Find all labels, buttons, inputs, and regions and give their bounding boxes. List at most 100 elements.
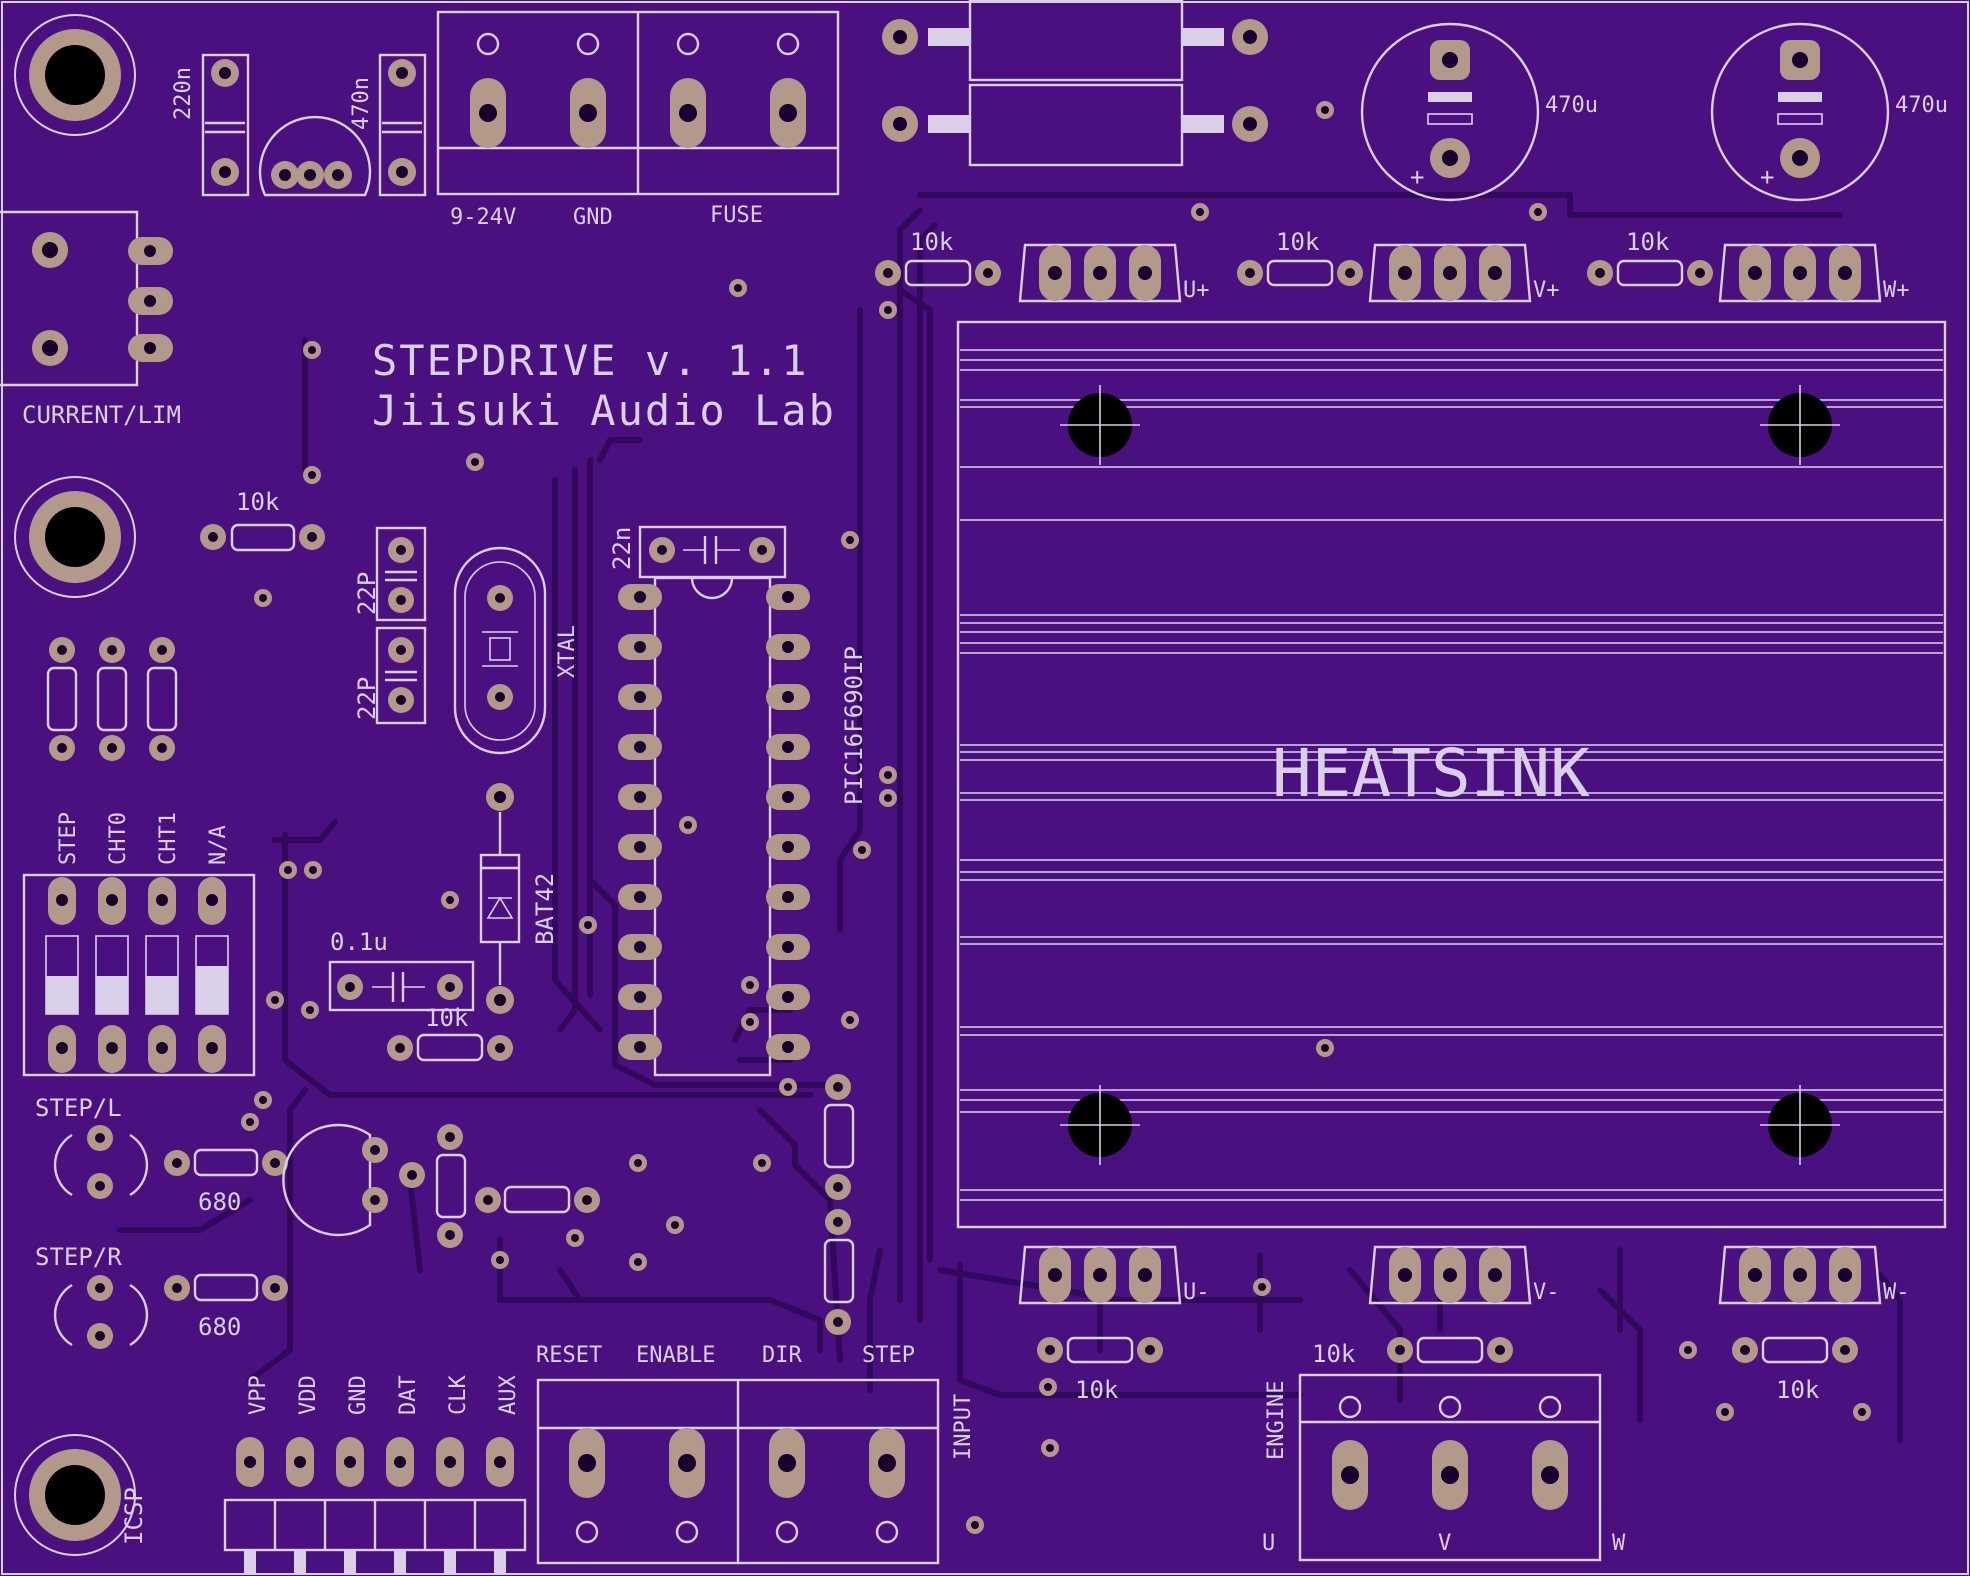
gate-resistor-10k: [875, 259, 1001, 287]
mosfet-wminus: W-: [1718, 1245, 1910, 1305]
resistor-pad: [875, 260, 901, 286]
power-terminal-pads: [470, 32, 806, 148]
ic-pin-left-2: [618, 634, 662, 660]
fuse-holders: [882, 0, 1268, 167]
engine-pin-w: W: [1612, 1531, 1626, 1556]
led-step-l: STEP/L: [35, 1094, 149, 1199]
led-step-r-label: STEP/R: [35, 1243, 122, 1271]
via: [629, 1253, 647, 1271]
ic-pin-left-9: [618, 984, 662, 1010]
cap-22p-a-label: 22P: [353, 572, 381, 615]
via: [1041, 1439, 1059, 1457]
via: [304, 861, 322, 879]
via: [1316, 101, 1334, 119]
icsp-pin-aux: AUX: [496, 1375, 521, 1415]
copper-traces: [117, 192, 1903, 1443]
via: [679, 816, 697, 834]
engine-pin-u: U: [1262, 1531, 1275, 1556]
diode-bat42: BAT42: [479, 783, 559, 1014]
resistor-array-left: [46, 637, 178, 761]
pic16f690-ic: 22n PIC16F690IP: [608, 525, 868, 1077]
crystal-section: 22P 22P XTAL: [353, 526, 580, 755]
elec-b-plus: +: [1760, 163, 1774, 191]
via: [266, 991, 284, 1009]
via: [879, 301, 897, 319]
transistor-section: [282, 1074, 855, 1335]
icsp-pads: [236, 1437, 514, 1487]
current-lim-label: CURRENT/LIM: [22, 401, 181, 429]
via: [841, 1011, 859, 1029]
ic-pin-left-3: [618, 684, 662, 710]
via: [241, 1113, 259, 1131]
mosfet-label: V+: [1533, 278, 1560, 303]
via: [279, 861, 297, 879]
heatsink-fins: [960, 349, 1943, 1201]
power-label-fuse: FUSE: [710, 203, 763, 228]
via: [566, 1229, 584, 1247]
resistor-pad: [975, 260, 1001, 286]
mount-hole-bottom-left: [45, 1465, 105, 1525]
input-label-enable: ENABLE: [636, 1343, 715, 1368]
electrolytic-a-label: 470u: [1545, 93, 1598, 118]
via: [753, 1154, 771, 1172]
via: [629, 1154, 647, 1172]
gate-resistor-10k: [1587, 259, 1713, 287]
via: [1191, 203, 1209, 221]
resistor-pad: [1337, 260, 1363, 286]
dip-switch: STEP CHT0 CHT1 N/A: [22, 812, 256, 1077]
via: [879, 789, 897, 807]
heatsink-label: HEATSINK: [1272, 735, 1590, 812]
resistor-680-left-2: 680: [164, 1273, 288, 1341]
via: [301, 1001, 319, 1019]
resistor-680-label-1: 680: [198, 1188, 241, 1216]
resistor-pad: [1832, 1337, 1858, 1363]
resistor-pad: [1687, 260, 1713, 286]
gate-resistor-label: 10k: [1276, 228, 1320, 256]
ic-pin-right-16: [766, 784, 810, 810]
via: [966, 1516, 984, 1534]
via: [441, 891, 459, 909]
via: [466, 453, 484, 471]
gate-resistor-label: 10k: [1776, 1376, 1820, 1404]
dip-switch-cells: [45, 877, 229, 1073]
xtal-label: XTAL: [555, 625, 580, 678]
via: [491, 1251, 509, 1269]
resistor-680-left-1: 680: [164, 1148, 288, 1216]
gate-resistor-label: 10k: [1312, 1340, 1356, 1368]
ic-pin-left-7: [618, 884, 662, 910]
via: [254, 589, 272, 607]
gate-resistor-label: 10k: [1075, 1376, 1119, 1404]
engine-pin-v: V: [1438, 1531, 1451, 1556]
via: [1529, 203, 1547, 221]
mount-hole-top-left-outline: [14, 14, 136, 136]
resistor-pad: [1387, 1337, 1413, 1363]
ic-pin-right-19: [766, 634, 810, 660]
electrolytic-b-label: 470u: [1895, 93, 1948, 118]
mosfet-vminus: V-: [1368, 1245, 1560, 1305]
mount-hole-top-left: [45, 45, 105, 105]
engine-label: ENGINE: [1264, 1381, 1289, 1460]
resistor-pad: [1487, 1337, 1513, 1363]
vias: [241, 101, 1871, 1534]
via: [1716, 1403, 1734, 1421]
ic-pin-right-12: [766, 984, 810, 1010]
mosfet-uminus: U-: [1018, 1245, 1210, 1305]
via: [666, 1216, 684, 1234]
mosfet-label: U-: [1183, 1280, 1210, 1305]
mount-hole-mid-left-outline: [14, 476, 136, 598]
mounting-holes: [14, 14, 136, 1556]
decoupling-caps-top: 220n 470n: [171, 53, 427, 197]
via: [779, 1078, 797, 1096]
via: [741, 976, 759, 994]
regulator-outline: [258, 115, 372, 197]
resistor-10k-diode: 10k: [387, 1004, 513, 1062]
cap-220n-label: 220n: [171, 67, 196, 120]
input-terminal-block: RESET ENABLE DIR STEP INPUT: [536, 1343, 976, 1565]
ic-pins: [618, 584, 810, 1060]
via: [1853, 1403, 1871, 1421]
cap-0-1u: 0.1u: [328, 928, 475, 1012]
